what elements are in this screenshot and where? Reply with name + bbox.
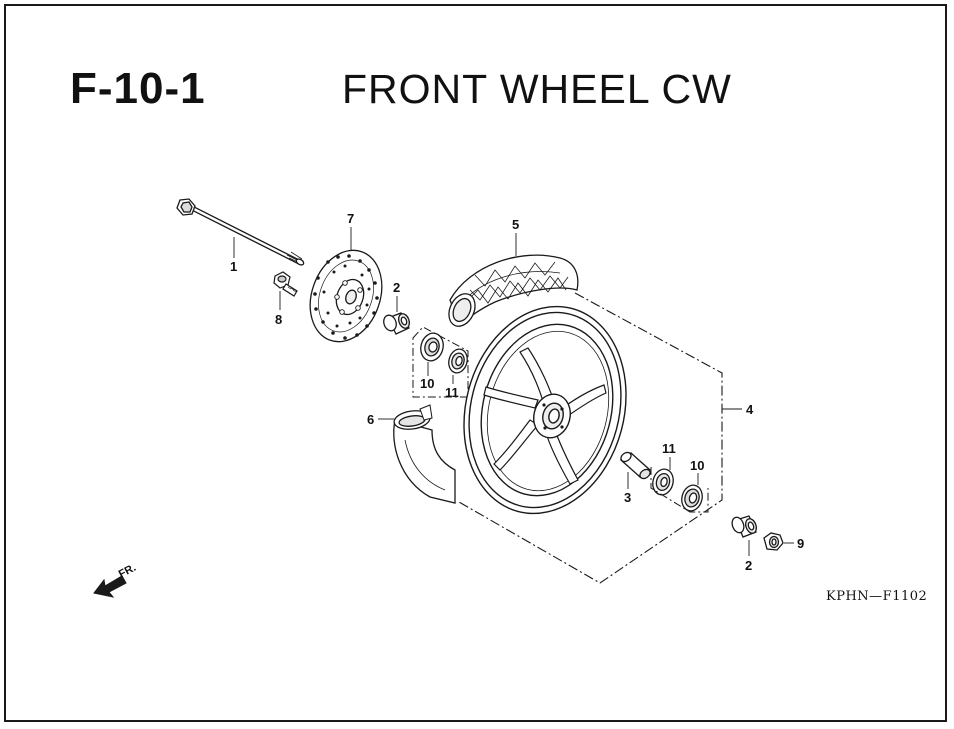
brake-disk-icon	[309, 227, 383, 343]
page-title: FRONT WHEEL CW	[342, 66, 732, 112]
callout-11-right: 11	[662, 441, 676, 456]
axle-nut-icon	[763, 532, 794, 551]
page-frame	[4, 4, 947, 722]
callout-7: 7	[347, 211, 354, 226]
front-direction-label: FR.	[117, 562, 138, 581]
cast-wheel-icon	[463, 305, 627, 515]
dust-seal-icon	[420, 332, 444, 376]
bearing-group-bracket-left	[412, 326, 469, 398]
front-direction-arrow-icon	[93, 575, 127, 598]
side-collar-icon	[731, 515, 758, 556]
callout-9: 9	[797, 536, 804, 551]
distance-collar-icon	[619, 451, 652, 489]
bearing-group-bracket-right	[650, 467, 709, 513]
disk-bolt-icon	[273, 271, 298, 310]
callout-4: 4	[746, 402, 754, 417]
callout-11-left: 11	[445, 385, 459, 400]
diagram-code: KPHN—F1102	[826, 589, 928, 604]
callout-5: 5	[512, 217, 519, 232]
callout-2-left: 2	[393, 280, 400, 295]
callout-10-left: 10	[420, 376, 434, 391]
side-collar-icon	[383, 296, 411, 335]
callout-10-right: 10	[690, 458, 704, 473]
callout-1: 1	[230, 259, 237, 274]
callout-3: 3	[624, 490, 631, 505]
radial-ball-bearing-icon	[652, 457, 674, 496]
wheel-assembly-boundary	[458, 292, 742, 584]
tube-icon	[378, 404, 456, 504]
dust-seal-icon	[681, 473, 703, 512]
radial-ball-bearing-icon	[448, 348, 468, 384]
callout-6: 6	[367, 412, 374, 427]
callout-8: 8	[275, 312, 282, 327]
callout-2-right: 2	[745, 558, 752, 573]
section-code: F-10-1	[70, 64, 206, 113]
tire-icon	[448, 233, 579, 328]
front-axle-icon	[176, 198, 305, 266]
